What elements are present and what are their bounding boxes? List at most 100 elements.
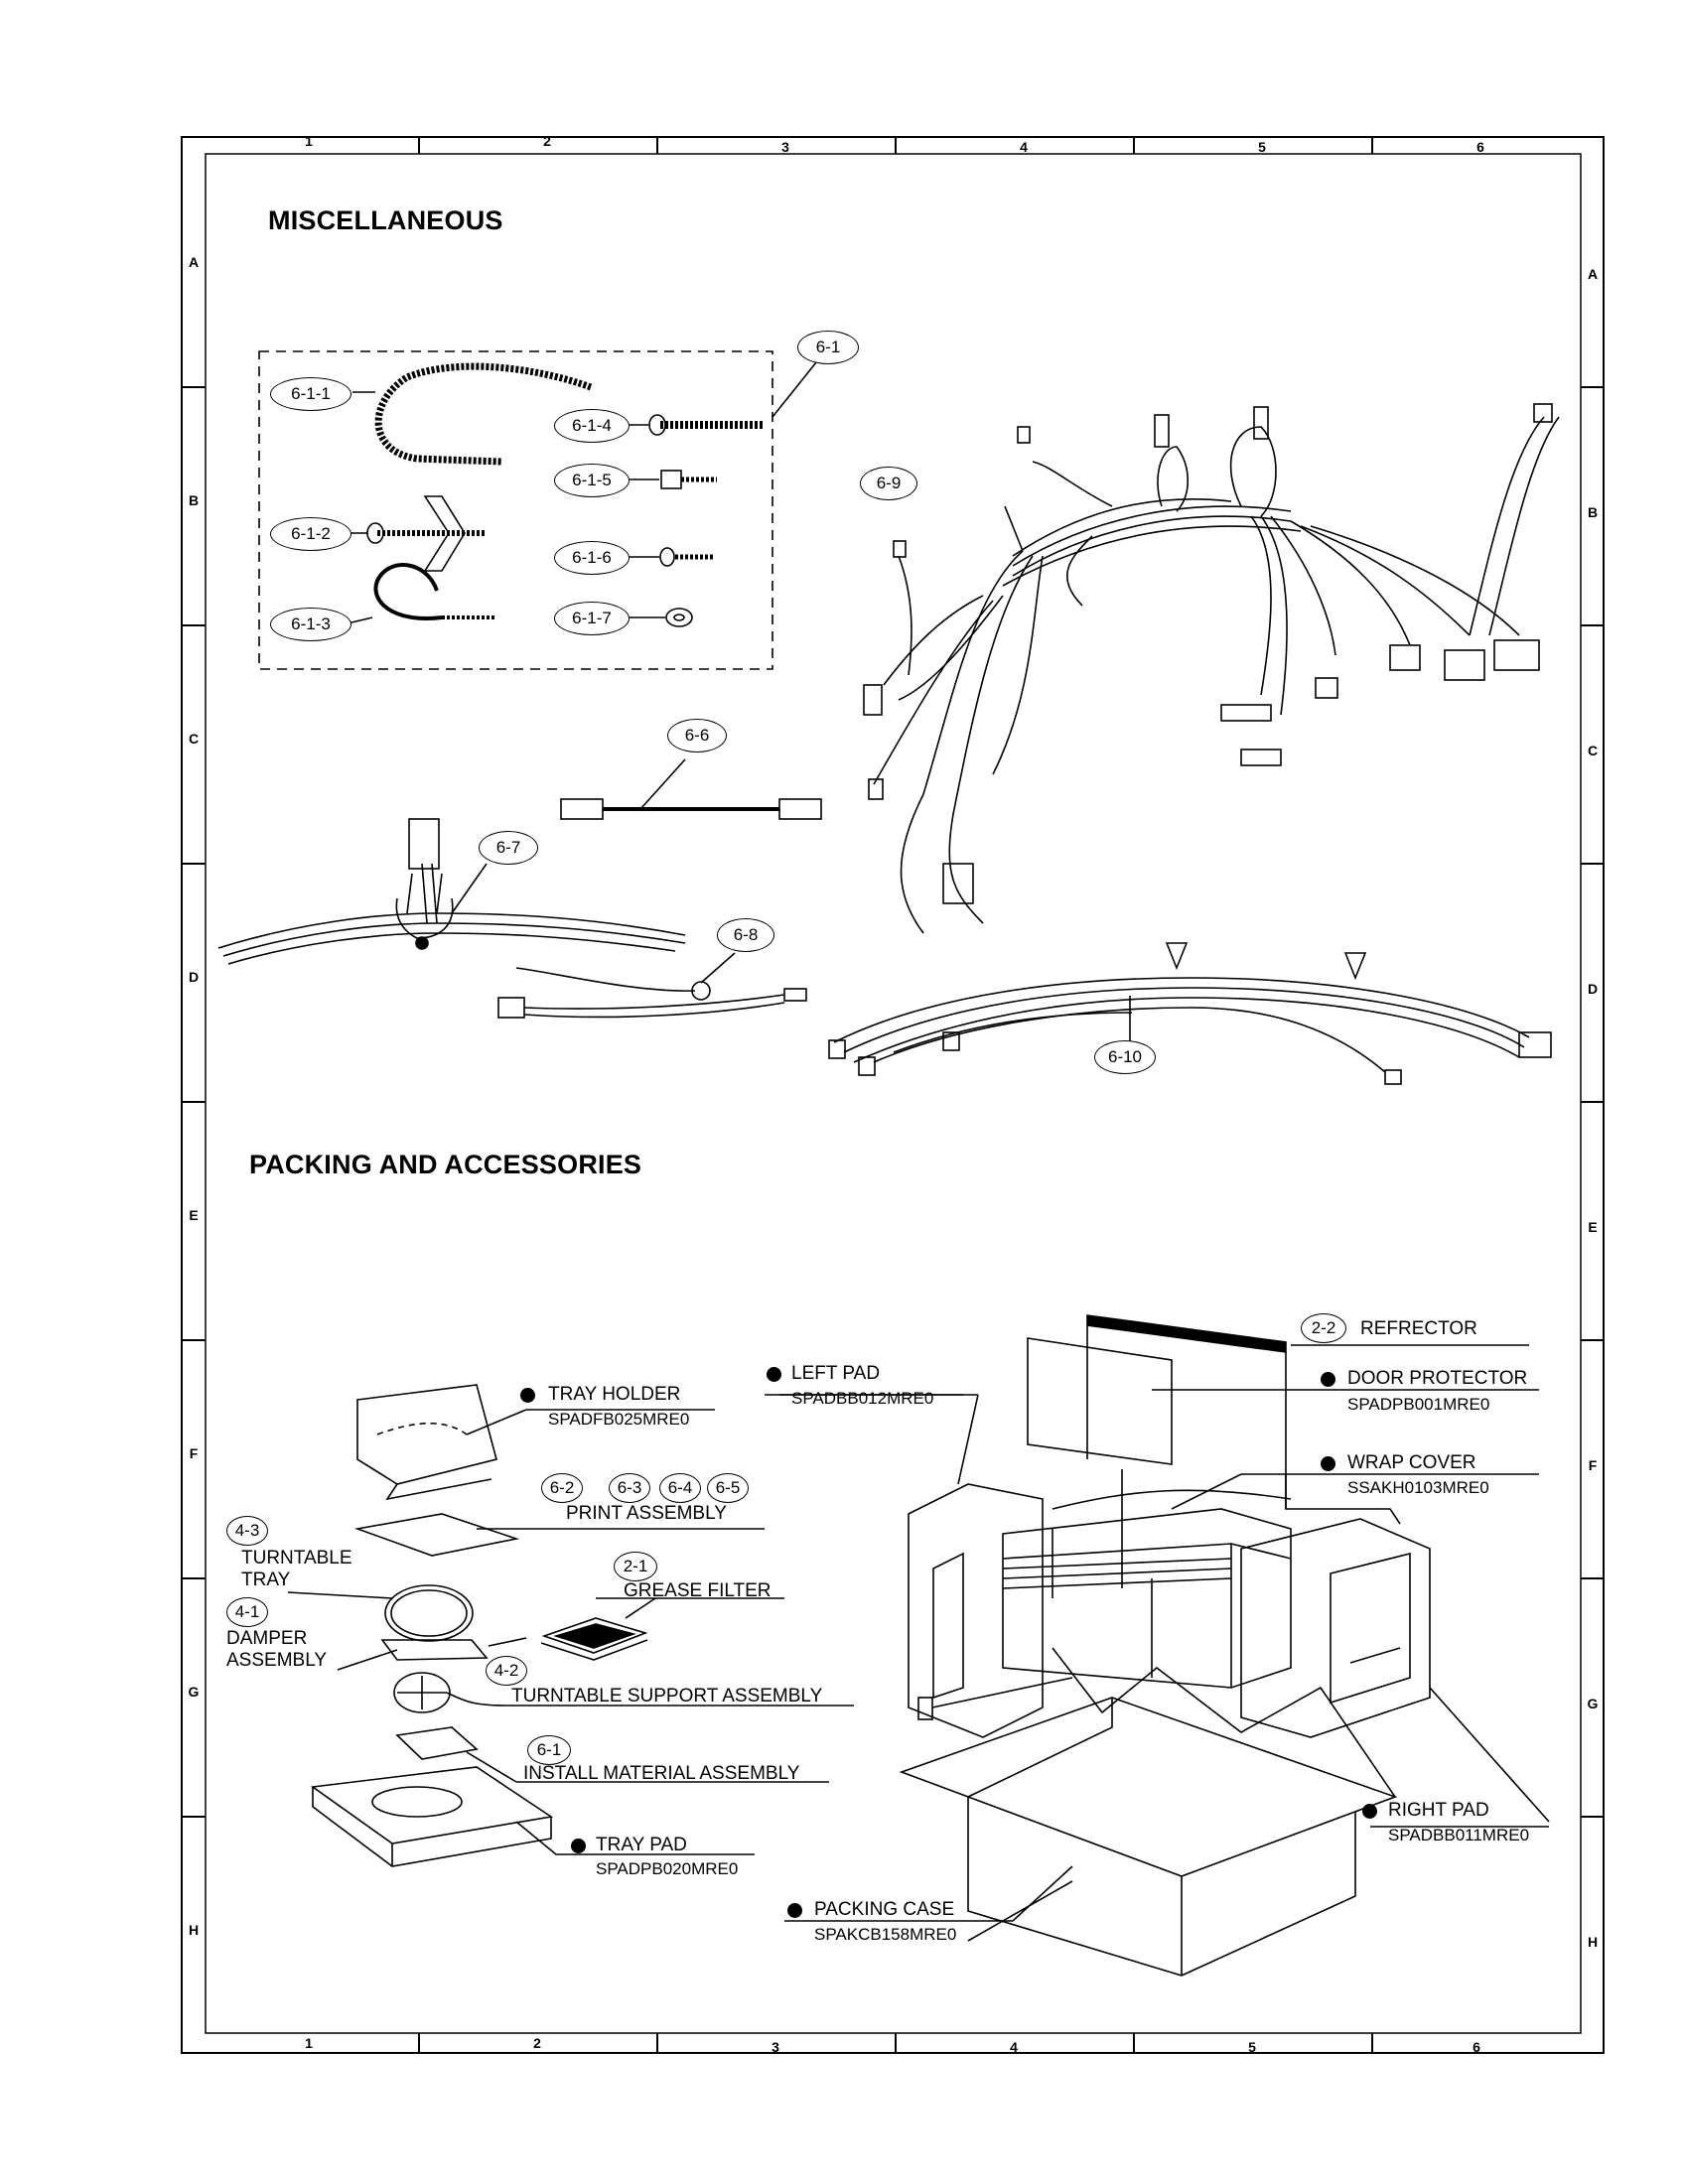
turntable-tray-drawing: [384, 1584, 474, 1642]
tray-pad-drawing: [310, 1766, 554, 1844]
packing-case-drawing: [899, 1697, 1398, 1877]
grid-row-e-left: E: [189, 1207, 199, 1223]
grid-row-e-right: E: [1588, 1219, 1598, 1235]
lower-harness-drawing: [828, 942, 1552, 1085]
part-6-6-callout: 6-6: [667, 719, 727, 752]
grease-filter-drawing: [541, 1617, 648, 1654]
tray-pad-label: TRAY PAD: [596, 1835, 687, 1855]
print-assembly-label: PRINT ASSEMBLY: [566, 1503, 727, 1524]
part-6-1-5-callout: 6-1-5: [554, 464, 630, 497]
grid-col-6-top: 6: [1476, 139, 1484, 155]
turntable-support-label: TURNTABLE SUPPORT ASSEMBLY: [511, 1686, 823, 1706]
refrector-drawing: [1086, 1314, 1287, 1353]
part-6-1-1-callout: 6-1-1: [270, 377, 351, 411]
tray-holder-code: SPADFB025MRE0: [548, 1410, 690, 1429]
part-6-2-callout: 6-2: [541, 1473, 583, 1503]
grid-row-d-right: D: [1587, 981, 1599, 997]
misc-drawings: [217, 350, 1560, 1085]
wrap-cover-code: SSAKH0103MRE0: [1347, 1478, 1489, 1497]
part-6-5-callout: 6-5: [707, 1473, 749, 1503]
part-6-7-callout: 6-7: [479, 831, 538, 865]
part-4-2-callout: 4-2: [486, 1656, 527, 1686]
packing-drawings: [287, 1314, 1550, 1977]
grid-row-a-left: A: [188, 254, 200, 270]
part-4-1-callout: 4-1: [226, 1597, 268, 1627]
grid-col-2-top: 2: [543, 133, 551, 149]
inner-frame: [205, 153, 1582, 2034]
tray-pad-code: SPADPB020MRE0: [596, 1859, 739, 1878]
part-6-10-callout: 6-10: [1094, 1040, 1156, 1074]
grid-col-5-top: 5: [1258, 139, 1266, 155]
part-6-3-callout: 6-3: [609, 1473, 650, 1503]
install-material-label: INSTALL MATERIAL ASSEMBLY: [523, 1763, 800, 1784]
left-pad-code: SPADBB012MRE0: [791, 1389, 934, 1408]
refrector-label: REFRECTOR: [1360, 1318, 1477, 1339]
install-kit-box: [258, 350, 773, 670]
packing-case-code: SPAKCB158MRE0: [814, 1925, 957, 1944]
grid-col-2-bottom: 2: [533, 2035, 541, 2051]
misc-section-title: MISCELLANEOUS: [268, 205, 503, 235]
part-2-2-callout: 2-2: [1301, 1313, 1346, 1343]
packing-section-title: PACKING AND ACCESSORIES: [249, 1150, 642, 1179]
grid-col-1-top: 1: [305, 133, 313, 149]
grid-col-6-bottom: 6: [1473, 2039, 1480, 2055]
part-6-1-3-callout: 6-1-3: [270, 608, 351, 641]
damper-assembly-label: DAMPER ASSEMBLY: [226, 1628, 328, 1671]
part-6-1-6-callout: 6-1-6: [554, 541, 630, 575]
right-pad-bullet: [1362, 1804, 1377, 1819]
tray-holder-drawing: [356, 1384, 497, 1485]
grid-row-b-right: B: [1587, 504, 1599, 520]
wrap-cover-label: WRAP COVER: [1347, 1452, 1476, 1473]
cable-tie-drawing: [374, 362, 593, 466]
part-6-1-2-callout: 6-1-2: [270, 517, 351, 551]
install-material-drawing: [395, 1726, 479, 1760]
tray-pad-bullet: [571, 1839, 586, 1853]
part-6-9-callout: 6-9: [860, 467, 917, 500]
grid-row-c-right: C: [1587, 743, 1599, 758]
grid-col-4-bottom: 4: [1010, 2039, 1018, 2055]
grid-row-b-left: B: [188, 492, 200, 508]
part-6-1-install-callout: 6-1: [527, 1735, 571, 1765]
outer-frame: [181, 136, 1605, 2054]
part-6-1-7-callout: 6-1-7: [554, 602, 630, 635]
part-6-8-callout: 6-8: [717, 918, 774, 952]
grid-row-g-left: G: [188, 1684, 200, 1700]
door-protector-code: SPADPB001MRE0: [1347, 1395, 1490, 1414]
part-2-1-callout: 2-1: [614, 1552, 657, 1581]
grid-col-3-bottom: 3: [772, 2039, 779, 2055]
grid-row-c-left: C: [188, 731, 200, 747]
part-6-1-callout: 6-1: [797, 331, 859, 364]
turntable-tray-label: TURNTABLE TRAY: [241, 1548, 352, 1590]
turntable-support-drawing: [393, 1672, 451, 1713]
door-protector-label: DOOR PROTECTOR: [1347, 1368, 1528, 1389]
grid-row-d-left: D: [188, 969, 200, 985]
grid-col-3-top: 3: [781, 139, 789, 155]
part-6-4-callout: 6-4: [659, 1473, 701, 1503]
grid-row-f-right: F: [1588, 1457, 1598, 1473]
grease-filter-label: GREASE FILTER: [624, 1580, 772, 1601]
grid-row-h-right: H: [1587, 1934, 1599, 1950]
right-pad-label: RIGHT PAD: [1388, 1800, 1489, 1821]
part-6-1-4-callout: 6-1-4: [554, 409, 630, 443]
door-protector-drawing: [1027, 1337, 1173, 1465]
damper-assembly-drawing: [380, 1639, 489, 1661]
grid-col-1-bottom: 1: [305, 2035, 313, 2051]
grid-col-5-bottom: 5: [1248, 2039, 1256, 2055]
tray-holder-label: TRAY HOLDER: [548, 1384, 681, 1405]
left-pad-bullet: [767, 1367, 781, 1382]
grid-row-f-left: F: [189, 1445, 199, 1461]
door-protector-bullet: [1321, 1372, 1335, 1387]
right-pad-code: SPADBB011MRE0: [1388, 1826, 1530, 1844]
microwave-unit-drawing: [1002, 1508, 1292, 1689]
tray-holder-bullet: [520, 1388, 535, 1403]
left-pad-drawing: [908, 1483, 1044, 1738]
grid-row-a-right: A: [1587, 266, 1599, 282]
packing-case-bullet: [787, 1903, 802, 1918]
main-harness-drawing: [863, 403, 1560, 934]
grid-row-g-right: G: [1587, 1696, 1599, 1711]
print-assembly-drawing: [353, 1513, 520, 1557]
grid-col-4-top: 4: [1020, 139, 1028, 155]
packing-case-label: PACKING CASE: [814, 1899, 955, 1920]
